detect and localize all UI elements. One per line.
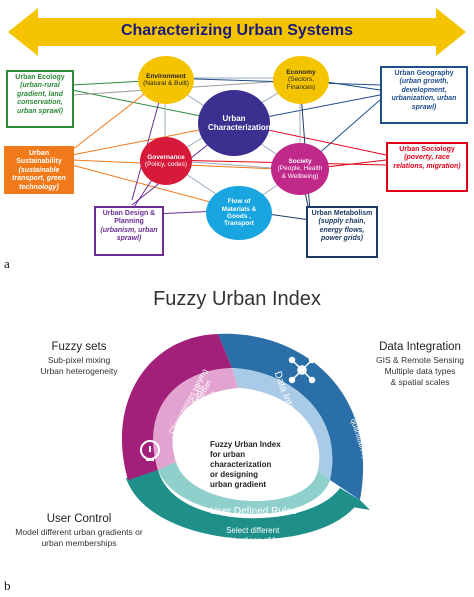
lightbulb-icon [140, 440, 160, 461]
user-control-note: User Control Model different urban gradi… [4, 512, 154, 549]
center-line-5: urban gradient [210, 480, 267, 489]
node-flow-title: Flow of Materials & Goods , Transport [221, 198, 257, 228]
center-line-4: or designing [210, 470, 258, 479]
ring-rules-desc-1: Select different [226, 526, 280, 535]
node-economy-title: Economy [286, 68, 316, 76]
box-metabolism-sub: (supply chain, energy flows, power grids… [318, 218, 366, 243]
ring-fuzzy-inner [153, 368, 238, 470]
box-design-title: Urban Design & Planning [102, 210, 156, 226]
node-flow: Flow of Materials & Goods , Transport [206, 186, 272, 240]
box-design-sub: (urbanism, urban sprawl) [100, 226, 158, 243]
data-integration-note: Data Integration GIS & Remote Sensing Mu… [368, 340, 472, 388]
box-urban-metabolism: Urban Metabolism (supply chain, energy f… [306, 206, 378, 258]
node-environment-title: Environment [146, 72, 186, 80]
box-ecology-title: Urban Ecology [15, 74, 65, 81]
data-integration-line2: Multiple data types [384, 365, 456, 376]
node-center-title: Urban Characterization [208, 113, 271, 132]
ring-rules-band [126, 470, 360, 540]
user-control-line2: urban memberships [41, 537, 117, 548]
box-metabolism-title: Urban Metabolism [311, 210, 373, 217]
box-geography-sub: (urban growth, development, urbanization… [391, 78, 457, 111]
ring-rules-desc-2: combinations of fuzzy [214, 536, 292, 545]
node-society-title: Society [288, 157, 312, 165]
node-environment-sub: (Natural & Built) [143, 80, 189, 87]
box-sociology-title: Urban Sociology [399, 146, 455, 153]
node-urban-characterization: Urban Characterization [198, 90, 271, 156]
banner-arrow [8, 8, 466, 56]
fuzzy-sets-heading: Fuzzy sets [51, 341, 107, 353]
box-sustainability-sub: (sustainable transport, green technology… [12, 166, 66, 191]
ring-rules-desc: Select different combinations of fuzzy i… [214, 526, 291, 556]
node-governance-title: Governance [147, 153, 185, 161]
center-line-2: for urban [210, 450, 246, 459]
fuzzy-center-text: Fuzzy Urban Index for urban characteriza… [210, 440, 281, 490]
box-ecology-sub: (urban-rural gradient, land conservation… [17, 82, 63, 115]
box-urban-geography: Urban Geography (urban growth, developme… [380, 66, 468, 124]
fuzzy-sets-line2: Urban heterogeneity [40, 365, 118, 376]
ring-data-band [218, 333, 364, 500]
ring-data-inner [232, 368, 333, 480]
node-governance: Governance(Policy, codes) [140, 137, 192, 185]
center-line-3: characterization [210, 460, 272, 469]
box-urban-sociology: Urban Sociology (poverty, race relations… [386, 142, 468, 192]
user-control-heading: User Control [46, 513, 112, 525]
node-governance-sub: (Policy, codes) [144, 161, 188, 168]
node-society: Society(People, Health & Wellbeing) [271, 143, 329, 195]
panel-b-letter: b [4, 578, 11, 593]
ring-rules-label: User Defined Rules [210, 506, 297, 517]
data-integration-line1: GIS & Remote Sensing [376, 354, 464, 365]
box-urban-ecology: Urban Ecology (urban-rural gradient, lan… [6, 70, 74, 128]
box-sustainability-title: Urban Sustainability [16, 150, 62, 166]
node-society-sub: (People, Health & Wellbeing) [277, 165, 323, 180]
node-economy-sub: (Sectors, Finances) [286, 76, 316, 91]
user-control-line1: Model different urban gradients or [15, 526, 143, 537]
ring-rules-desc-3: inputs and fuzzy rules [214, 546, 292, 555]
data-integration-heading: Data Integration [379, 341, 461, 353]
fuzzy-index-title: Fuzzy Urban Index [153, 288, 321, 310]
box-urban-design: Urban Design & Planning (urbanism, urban… [94, 206, 164, 256]
node-economy: Economy(Sectors, Finances) [273, 56, 329, 104]
panel-a-letter: a [4, 256, 10, 271]
box-sociology-sub: (poverty, race relations, migration) [393, 154, 461, 170]
user-icon [308, 531, 328, 550]
banner-title: Characterizing Urban Systems [120, 22, 354, 39]
ring-fuzzy-band [121, 334, 232, 480]
center-line-1: Fuzzy Urban Index [210, 440, 281, 449]
network-icon [288, 356, 316, 384]
fuzzy-ring-diagram [121, 333, 370, 550]
box-geography-title: Urban Geography [394, 70, 454, 77]
node-environment: Environment(Natural & Built) [138, 56, 194, 104]
data-integration-line3: & spatial scales [390, 377, 450, 388]
fuzzy-sets-note: Fuzzy sets Sub-pixel mixing Urban hetero… [24, 340, 134, 377]
fuzzy-sets-line1: Sub-pixel mixing [47, 354, 111, 365]
box-urban-sustainability: Urban Sustainability (sustainable transp… [4, 146, 74, 194]
